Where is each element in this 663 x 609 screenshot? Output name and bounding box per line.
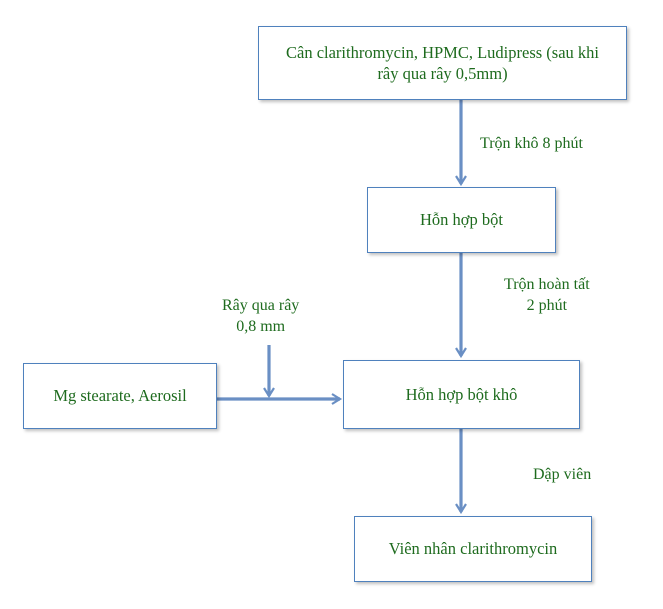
node-raw-materials-line1: Cân clarithromycin, HPMC, Ludipress (sau… — [285, 42, 599, 62]
label-sieve-line1: Rây qua rây — [222, 297, 300, 314]
label-dry-mix: Trộn khô 8 phút — [480, 134, 583, 155]
node-mg-stearate: Mg stearate, Aerosil — [23, 363, 217, 429]
label-compress-text: Dập viên — [533, 466, 592, 483]
label-dry-mix-text: Trộn khô 8 phút — [480, 135, 583, 152]
label-final-mix: Trộn hoàn tất 2 phút — [504, 275, 590, 317]
node-raw-materials: Cân clarithromycin, HPMC, Ludipress (sau… — [258, 26, 627, 100]
node-dry-powder-mix: Hỗn hợp bột khô — [343, 360, 580, 429]
label-final-mix-line2: 2 phút — [526, 296, 568, 314]
label-final-mix-line1: Trộn hoàn tất — [504, 276, 590, 293]
label-sieve-line2: 0,8 mm — [236, 317, 286, 335]
node-core-tablet: Viên nhân clarithromycin — [354, 516, 592, 582]
node-raw-materials-line2: rây qua rây 0,5mm) — [377, 64, 508, 83]
label-sieve: Rây qua rây 0,8 mm — [222, 296, 299, 338]
node-powder-mix: Hỗn hợp bột — [367, 187, 556, 253]
label-compress: Dập viên — [533, 465, 591, 486]
